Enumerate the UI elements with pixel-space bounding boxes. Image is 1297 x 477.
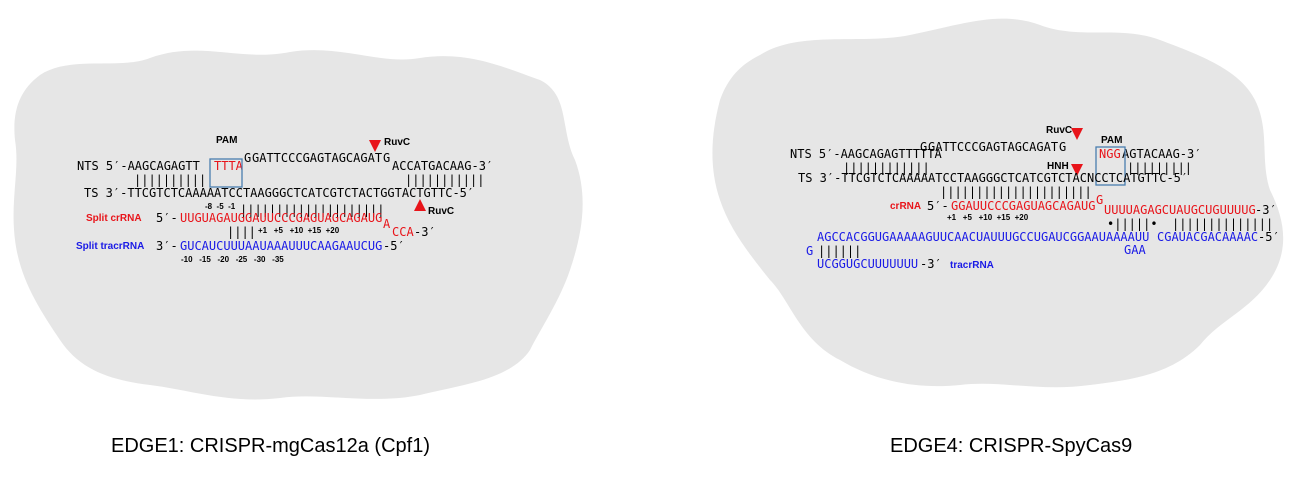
right-ts-pairs: ||||||||||||||||||||| <box>940 185 1092 199</box>
right-crrna-end: -3′ <box>1255 203 1277 217</box>
right-tracr-end: -5′ <box>1258 230 1280 244</box>
right-crrna-seq: GGAUUCCCGAGUAGCAGAUG <box>951 199 1096 213</box>
left-tracr-prefix: 3′- <box>156 239 178 253</box>
left-nts-sup-g: G <box>244 151 251 165</box>
left-pam-box <box>209 158 243 188</box>
left-tracr-positions: -10 -15 -20 -25 -30 -35 <box>181 255 284 264</box>
right-tracr-line3: UCGGUGCUUUUUUU <box>817 257 918 271</box>
left-nts-pairs-2: ||||||||||| <box>405 173 484 187</box>
left-crrna-cca: CCA <box>392 225 414 239</box>
right-tracr-g: G <box>806 244 813 258</box>
left-pam-label: PAM <box>216 135 237 146</box>
right-nts-sup-g2: G <box>1059 140 1066 154</box>
left-ts-seq: TS 3′-TTCGTCTCAAAAATCCTAAGGGCTCATCGTCTAC… <box>84 186 474 200</box>
right-nts-mid: GATTCCCGAGTAGCAGAT <box>928 140 1058 154</box>
left-caption: EDGE1: CRISPR-mgCas12a (Cpf1) <box>111 435 430 457</box>
right-ruvc-label: RuvC <box>1046 125 1072 136</box>
left-crrna-a: A <box>383 217 391 231</box>
right-hnh-arrow <box>1071 164 1083 176</box>
left-ruvc-top-label: RuvC <box>384 137 410 148</box>
left-ruvc-top-arrow <box>369 140 381 152</box>
right-tracr-gaa: GAA <box>1124 243 1146 257</box>
left-crrna-positions: +1 +5 +10 +15 +20 <box>258 226 340 235</box>
right-rep-pairs: •|||||• |||||||||||||| <box>1107 217 1273 231</box>
right-nts-pairs-2: ||||||||| <box>1127 161 1192 175</box>
right-tracr-small-pairs: |||||| <box>818 244 861 258</box>
left-mid-pairs: |||| <box>227 225 256 239</box>
left-crrna-seq: UUGUAGAUGGAUUCCCGAGUAGCAGAUG <box>180 211 382 225</box>
left-crrna-label: Split crRNA <box>86 213 142 224</box>
left-crrna-end: -3′ <box>414 225 436 239</box>
right-crrna-sup-g: G <box>1096 193 1103 207</box>
right-tracr-line1b: CGAUACGACAAAAC <box>1157 230 1258 244</box>
right-nts-sup-g: G <box>920 140 927 154</box>
right-ruvc-arrow <box>1071 128 1083 140</box>
left-pam-positions: -8 -5 -1 <box>205 202 236 211</box>
right-nts-pairs: |||||||||||| <box>843 161 930 175</box>
left-ruvc-bottom-label: RuvC <box>428 206 454 217</box>
right-crrna-tail: UUUUAGAGCUAUGCUGUUUUG <box>1104 203 1256 217</box>
right-crrna-positions: +1 +5 +10 +15 +20 <box>947 213 1029 222</box>
left-nts-pam: TTTA <box>214 159 244 173</box>
right-caption: EDGE4: CRISPR-SpyCas9 <box>890 435 1132 457</box>
left-nts-sup-g2: G <box>383 151 390 165</box>
right-pam-box <box>1095 146 1126 186</box>
right-crrna-prefix: 5′- <box>927 199 949 213</box>
left-tracr-end: -5′ <box>383 239 405 253</box>
left-nts-mid: GATTCCCGAGTAGCAGAT <box>252 151 382 165</box>
left-nts-prefix: NTS 5′-AAGCAGAGTT <box>77 159 200 173</box>
left-nts-tail: ACCATGACAAG-3′ <box>392 159 493 173</box>
left-ruvc-bottom-arrow <box>414 199 426 211</box>
left-tracr-seq: GUCAUCUUUAAUAAAUUUCAAGAAUCUG <box>180 239 382 253</box>
right-nts-tail: AGTACAAG-3′ <box>1122 147 1201 161</box>
left-diagram: PAM RuvC NTS 5′-AAGCAGAGTT TTTA G GATTCC… <box>76 135 493 264</box>
right-nts-prefix: NTS 5′-AAGCAGAGTTTTTA <box>790 147 942 161</box>
right-diagram: RuvC PAM NTS 5′-AAGCAGAGTTTTTA G GATTCCC… <box>790 125 1280 271</box>
right-crrna-label: crRNA <box>890 201 921 212</box>
right-protein-blob <box>712 18 1284 388</box>
left-crrna-prefix: 5′- <box>156 211 178 225</box>
right-tracr-line3-end: -3′ <box>920 257 942 271</box>
right-ts-seq: TS 3′-TTCGTCTCAAAAATCCTAAGGGCTCATCGTCTAC… <box>798 171 1188 185</box>
left-tracr-label: Split tracrRNA <box>76 241 144 252</box>
left-nts-pairs: |||||||||| <box>134 173 206 187</box>
right-nts-pam: NGG <box>1099 147 1121 161</box>
right-tracr-label: tracrRNA <box>950 260 994 271</box>
left-ts-pairs: |||||||||||||||||||| <box>240 203 385 217</box>
left-protein-blob <box>13 50 583 400</box>
right-tracr-line1: AGCCACGGUGAAAAAGUUCAACUAUUUGCCUGAUCGGAAU… <box>817 230 1149 244</box>
right-pam-label: PAM <box>1101 135 1122 146</box>
right-hnh-label: HNH <box>1047 161 1069 172</box>
